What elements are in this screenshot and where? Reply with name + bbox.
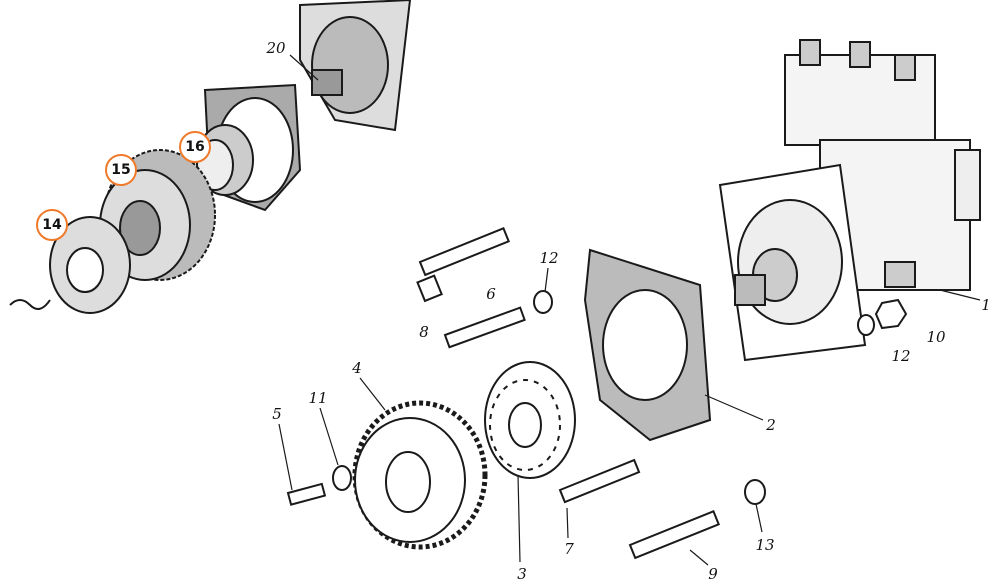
label-12: 12 xyxy=(539,249,559,267)
cover-plate-20 xyxy=(299,0,412,132)
label-6: 6 xyxy=(486,285,496,303)
washers-nuts xyxy=(332,290,908,505)
label-3: 3 xyxy=(517,565,527,583)
gasket-2 xyxy=(583,248,712,442)
label-10: 10 xyxy=(926,328,946,346)
injection-pump-1 xyxy=(718,39,981,362)
label-1: 1 xyxy=(981,296,991,314)
label-4: 4 xyxy=(352,359,362,377)
gear-4 xyxy=(352,400,488,550)
label-8: 8 xyxy=(419,323,429,341)
label-11: 11 xyxy=(308,389,328,407)
plate-14 xyxy=(9,216,131,314)
label-9: 9 xyxy=(708,565,718,583)
label-5: 5 xyxy=(272,405,282,423)
label-2: 2 xyxy=(766,416,776,434)
bolts xyxy=(286,226,720,560)
callout-15: 15 xyxy=(105,154,137,186)
label-20: 20 xyxy=(266,39,286,57)
hub-3 xyxy=(484,361,576,479)
label-12b: 12 xyxy=(891,347,911,365)
label-7: 7 xyxy=(564,540,574,558)
callout-16: 16 xyxy=(179,131,211,163)
label-13: 13 xyxy=(755,536,775,554)
leader-lines xyxy=(278,54,981,566)
callout-14: 14 xyxy=(36,209,68,241)
